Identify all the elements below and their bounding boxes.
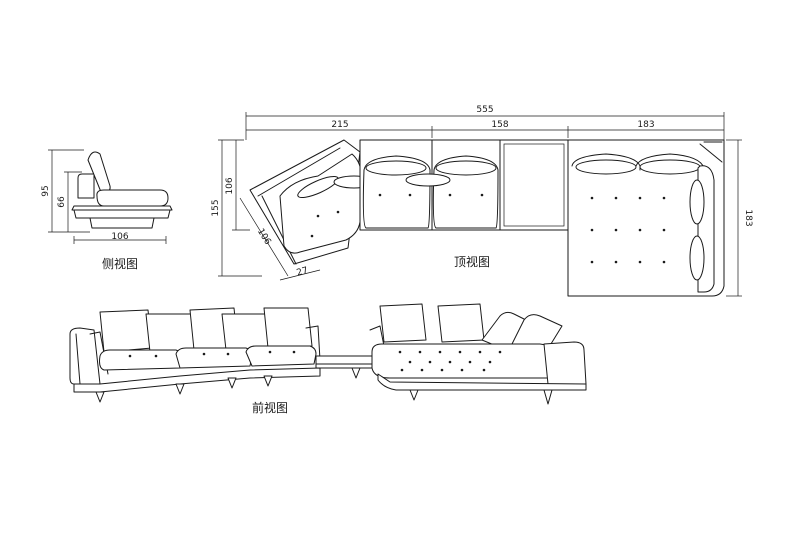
- front-view: 前视图: [69, 303, 587, 415]
- top-view-caption: 顶视图: [454, 254, 490, 269]
- section-right-label: 183: [637, 120, 654, 130]
- overall-depth-label: 155: [211, 199, 221, 216]
- side-depth-label: 106: [111, 232, 128, 242]
- arm-depth-label: 106: [225, 177, 235, 194]
- side-seat-height-label: 66: [57, 196, 67, 208]
- arm-diag-label: 106: [255, 227, 273, 247]
- right-depth-label: 183: [743, 209, 753, 226]
- section-left-label: 215: [331, 120, 348, 130]
- front-view-caption: 前视图: [252, 400, 288, 415]
- total-width-label: 555: [476, 105, 493, 115]
- side-view-caption: 侧视图: [102, 256, 138, 271]
- arm-end-label: 27: [296, 266, 310, 279]
- front-seat-buttons: [128, 350, 296, 358]
- side-height-label: 95: [41, 185, 51, 196]
- side-view: 95 66 106 侧视图: [41, 149, 173, 271]
- top-view: 555 215 158 183 183 155 106 106 27: [211, 105, 753, 297]
- chaise-buttons: [590, 196, 666, 264]
- section-mid-label: 158: [491, 120, 508, 130]
- chaise-front-buttons: [398, 350, 502, 372]
